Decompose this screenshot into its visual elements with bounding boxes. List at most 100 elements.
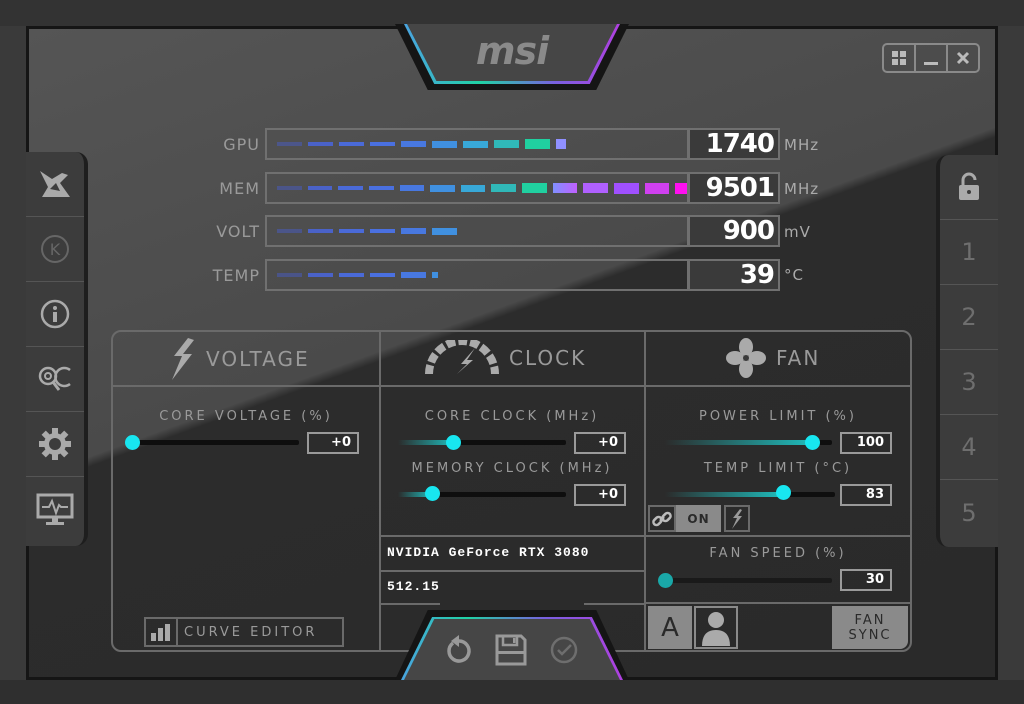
link-limits-button[interactable] (648, 505, 676, 532)
voltage-title: VOLTAGE (206, 347, 310, 371)
slider-track[interactable] (783, 492, 835, 497)
apply-button[interactable] (549, 635, 579, 665)
slider-track[interactable] (812, 440, 832, 445)
title-bar (0, 0, 1024, 26)
slider-thumb[interactable] (125, 435, 140, 450)
lightning-bolt-icon (732, 508, 742, 529)
core-clock-input[interactable]: +0 (574, 432, 626, 454)
fan-sync-button[interactable]: FAN SYNC (832, 606, 908, 649)
fan-auto-button[interactable]: A (648, 606, 692, 649)
profile-4-button[interactable]: 4 (940, 415, 998, 480)
minimize-icon (924, 62, 938, 65)
volt-label: VOLT (216, 222, 260, 241)
action-bar (404, 619, 620, 680)
sidebar-item-afterburner[interactable] (26, 152, 84, 217)
profile-2-button[interactable]: 2 (940, 285, 998, 350)
slider-track[interactable] (432, 492, 566, 497)
slider-thumb[interactable] (658, 573, 673, 588)
slider-thumb[interactable] (446, 435, 461, 450)
gpu-bar (265, 128, 689, 160)
sidebar-item-info[interactable] (26, 282, 84, 347)
temp-label: TEMP (212, 266, 260, 285)
core-clock-label: CORE CLOCK (MHz) (424, 409, 600, 424)
k-icon: K (41, 235, 69, 263)
right-sidebar: 1 2 3 4 5 (936, 155, 998, 547)
bar-chart-icon (151, 624, 170, 641)
lightning-bolt-icon (172, 338, 194, 380)
sidebar-item-monitoring[interactable] (26, 477, 84, 542)
fan-speed-input[interactable]: 30 (840, 569, 892, 591)
mem-unit: MHz (784, 180, 820, 198)
volt-unit: mV (784, 223, 811, 241)
profile-number: 3 (961, 368, 977, 396)
slider-fill (665, 440, 812, 445)
fan-title: FAN (776, 346, 821, 370)
reset-button[interactable] (445, 634, 473, 665)
core-voltage-label: CORE VOLTAGE (%) (159, 409, 333, 424)
chain-link-icon (652, 511, 672, 526)
fan-user-button[interactable] (694, 606, 738, 649)
windows-button[interactable] (884, 45, 916, 71)
profile-5-button[interactable]: 5 (940, 480, 998, 545)
memory-clock-label: MEMORY CLOCK (MHz) (411, 461, 613, 476)
monitoring-icon (36, 493, 74, 525)
save-button[interactable] (495, 634, 527, 666)
header-divider (112, 385, 911, 387)
slider-track[interactable] (454, 440, 566, 445)
voltage-value: 900 (688, 215, 780, 247)
priority-toggle-button[interactable] (724, 505, 750, 532)
power-limit-input[interactable]: 100 (840, 432, 892, 454)
curve-editor-label: CURVE EDITOR (184, 624, 318, 640)
temperature-value: 39 (688, 259, 780, 291)
info-divider (380, 603, 440, 605)
slider-thumb[interactable] (805, 435, 820, 450)
minimize-button[interactable] (916, 45, 948, 71)
close-button[interactable] (948, 45, 978, 71)
voltage-section-header: VOLTAGE (168, 338, 310, 380)
mem-bar (265, 172, 689, 204)
memory-clock-input[interactable]: +0 (574, 484, 626, 506)
profile-1-button[interactable]: 1 (940, 220, 998, 285)
afterburner-logo-icon (40, 171, 70, 197)
info-divider (380, 570, 644, 572)
profile-number: 4 (961, 433, 977, 461)
panel-divider (644, 331, 646, 651)
gpu-unit: MHz (784, 136, 820, 154)
profile-lock-button[interactable] (940, 155, 998, 220)
slider-fill (398, 492, 432, 497)
svg-text:K: K (50, 240, 61, 259)
sidebar-item-settings[interactable] (26, 412, 84, 477)
save-icon (495, 634, 527, 665)
power-limit-label: POWER LIMIT (%) (698, 409, 857, 424)
fan-icon (726, 338, 766, 378)
profile-3-button[interactable]: 3 (940, 350, 998, 415)
logo: msi (407, 24, 617, 81)
info-divider (380, 535, 910, 537)
slider-track[interactable] (665, 578, 832, 583)
temp-bar (265, 259, 689, 291)
windows-icon (892, 51, 906, 65)
sidebar-item-oc-scanner[interactable] (26, 347, 84, 412)
driver-version: 512.15 (387, 579, 440, 594)
temp-limit-input[interactable]: 83 (840, 484, 892, 506)
unlocked-padlock-icon (959, 172, 979, 200)
temp-limit-label: TEMP LIMIT (°C) (703, 461, 853, 476)
reset-icon (447, 634, 471, 663)
settings-gear-icon (39, 428, 71, 460)
gpu-label: GPU (223, 135, 260, 154)
panel-divider (379, 331, 381, 651)
fan-divider (645, 602, 910, 604)
slider-thumb[interactable] (776, 485, 791, 500)
sidebar-item-k[interactable]: K (26, 217, 84, 282)
slider-fill (398, 440, 454, 445)
slider-track[interactable] (132, 440, 299, 445)
slider-thumb[interactable] (425, 486, 440, 501)
profile-number: 5 (961, 498, 977, 527)
mem-clock-value: 9501 (688, 172, 780, 204)
link-toggle-on[interactable]: ON (676, 505, 721, 532)
info-divider (584, 603, 644, 605)
mem-label: MEM (219, 179, 260, 198)
fan-speed-label: FAN SPEED (%) (709, 546, 847, 561)
core-voltage-input[interactable]: +0 (307, 432, 359, 454)
curve-editor-button[interactable]: CURVE EDITOR (144, 617, 344, 647)
